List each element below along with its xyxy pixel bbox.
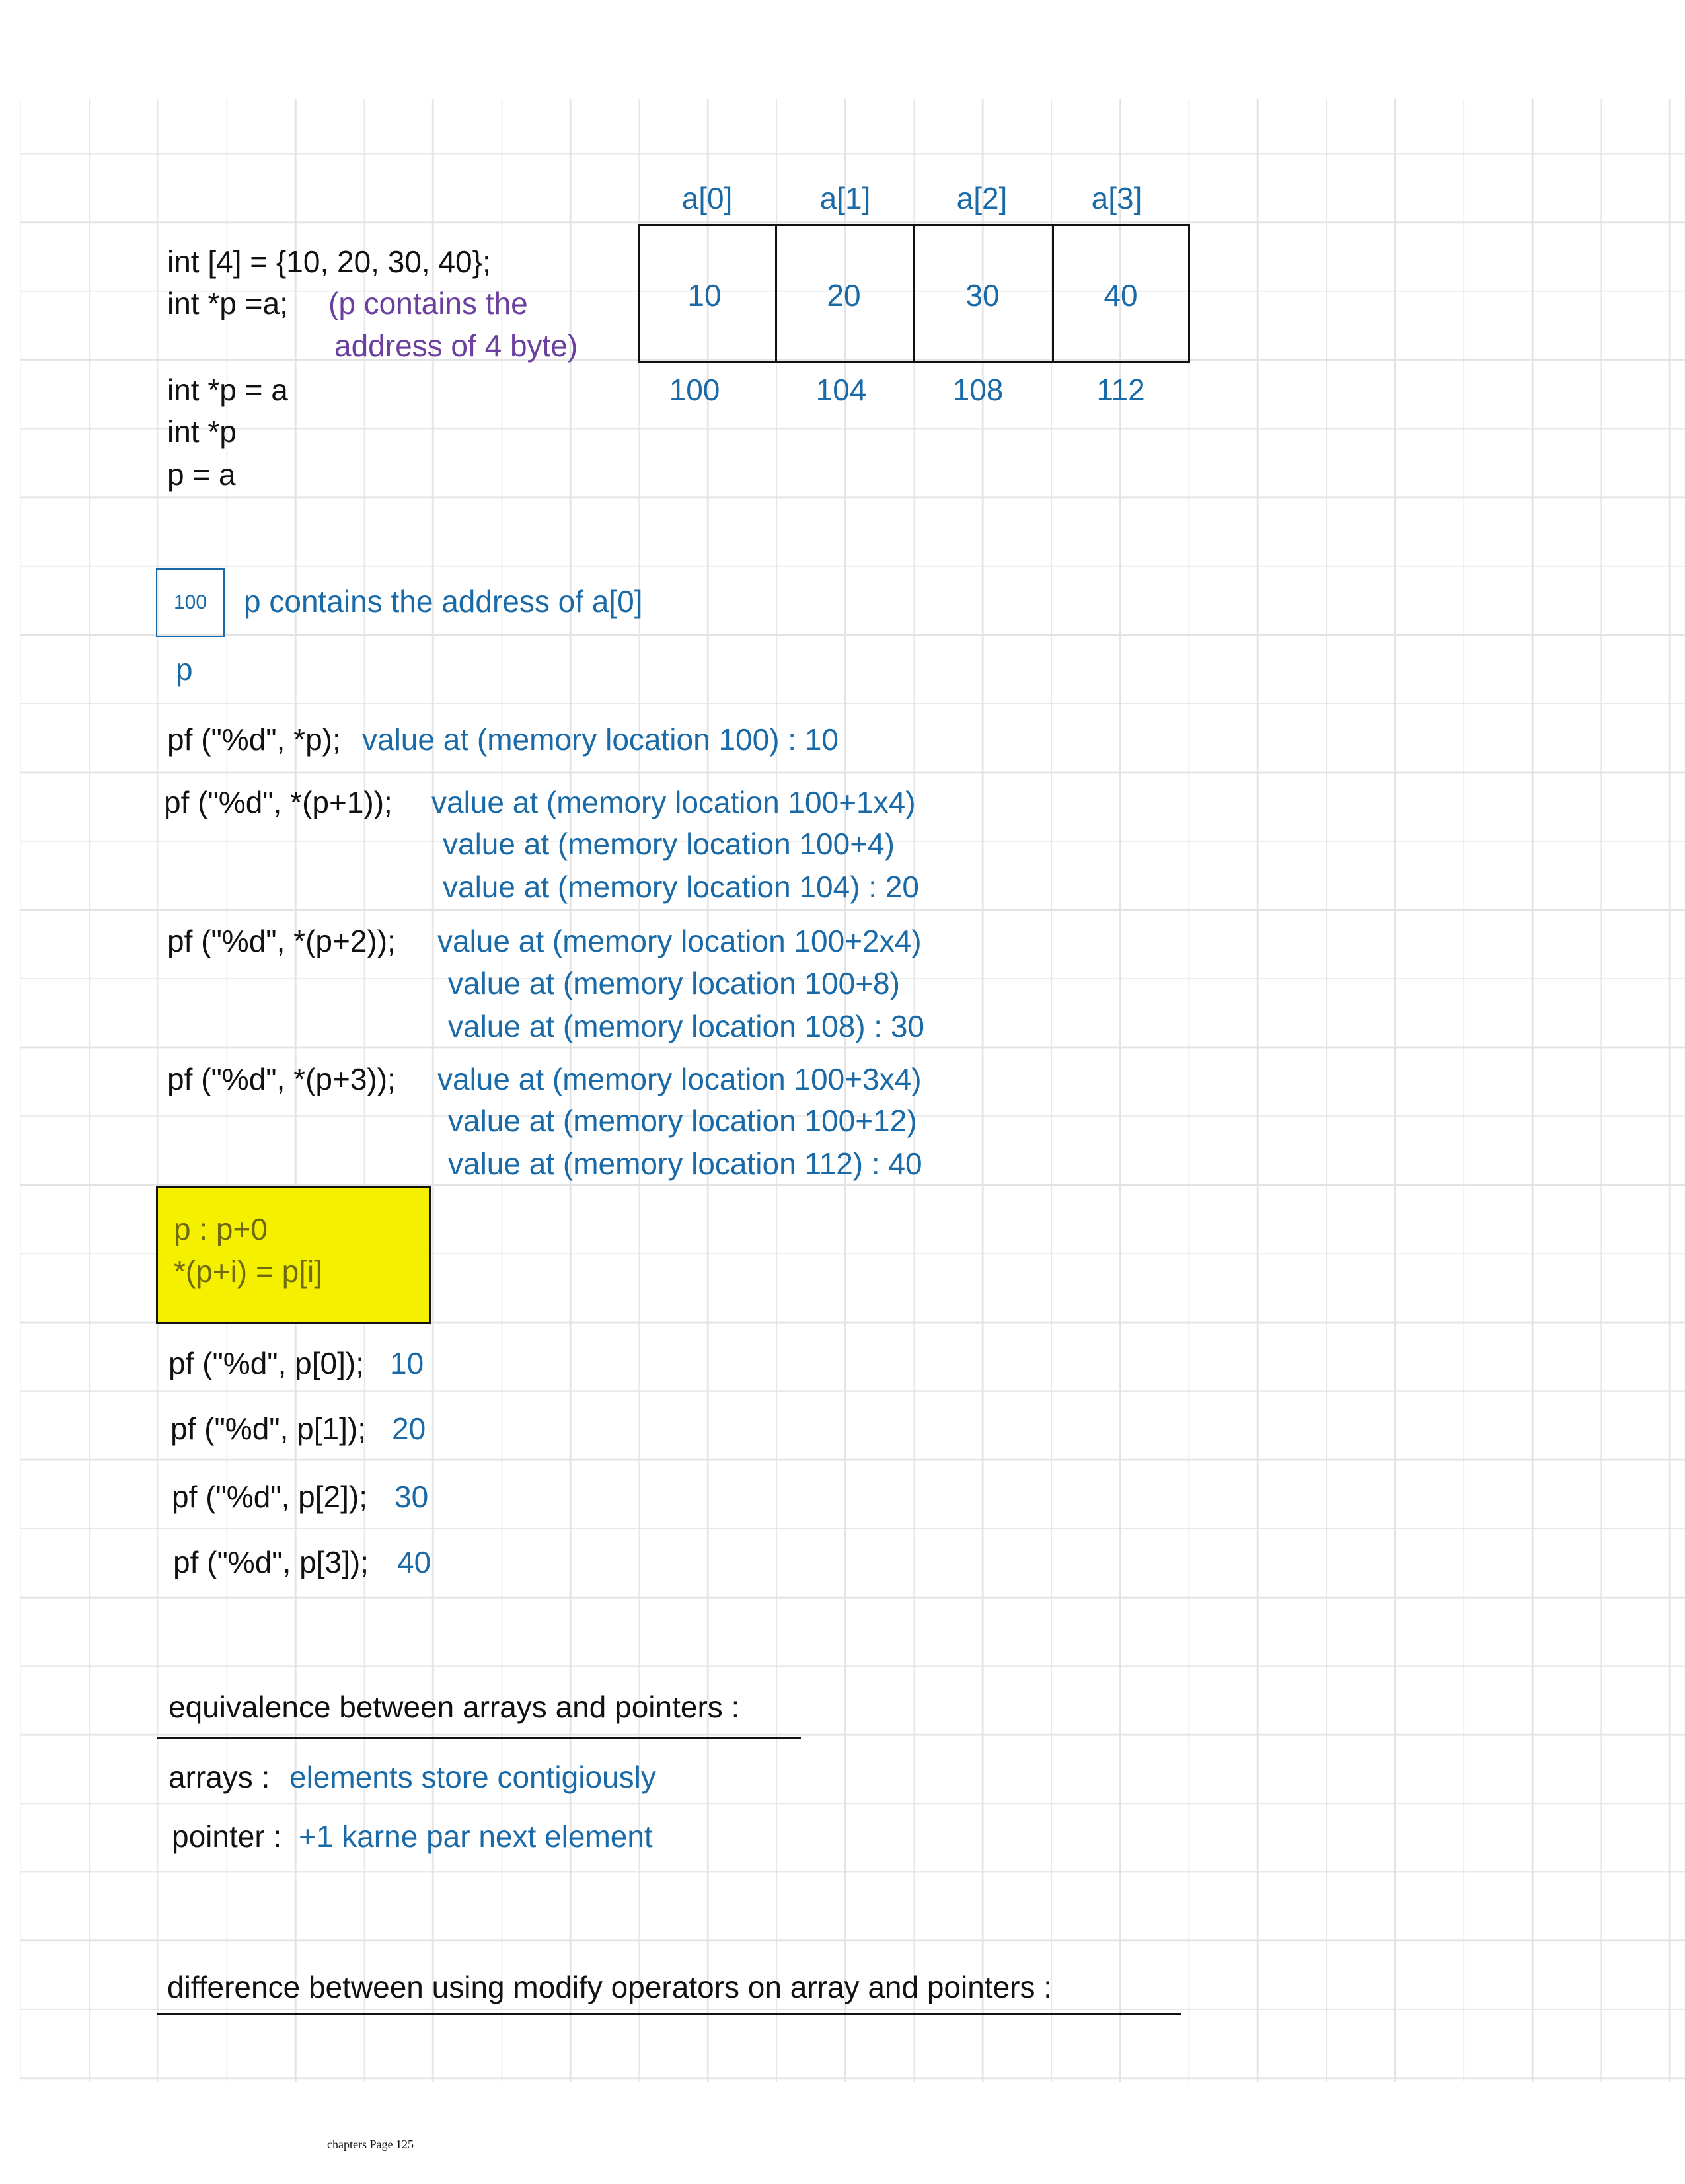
array-header: a[3] [1091,181,1142,215]
index-code: pf ("%d", p[1]); [170,1412,366,1446]
array-value: 30 [965,278,1000,313]
deref-explanation: value at (memory location 100+8) [448,966,900,1000]
highlight-line: *(p+i) = p[i] [174,1254,322,1289]
code-line: int *p =a; [167,286,288,320]
arrays-text: elements store contigiously [289,1760,656,1794]
pointer-text: +1 karne par next element [299,1819,653,1854]
highlight-line: p : p+0 [174,1212,268,1246]
cell-divider [775,224,777,363]
array-value: 40 [1104,278,1138,313]
deref-code: pf ("%d", *(p+1)); [164,785,393,819]
index-code: pf ("%d", p[0]); [168,1346,364,1380]
code-note: (p contains the [328,286,528,320]
array-address: 112 [1096,373,1145,407]
index-result: 20 [392,1412,426,1446]
deref-code: pf ("%d", *p); [167,722,341,757]
code-line: int [4] = {10, 20, 30, 40}; [167,245,491,279]
highlight-box: p : p+0 *(p+i) = p[i] [156,1186,431,1324]
heading-underline [157,1737,801,1739]
cell-divider [913,224,915,363]
array-header: a[2] [956,181,1008,215]
array-value: 20 [827,278,861,313]
difference-heading: difference between using modify operator… [167,1970,1053,2004]
deref-explanation: value at (memory location 100+3x4) [437,1062,922,1096]
code-line: int *p = a [167,373,288,407]
code-line: p = a [167,457,236,492]
pointer-label: pointer : [172,1819,282,1854]
arrays-label: arrays : [168,1760,270,1794]
array-header: a[0] [681,181,733,215]
array-address: 100 [669,373,720,407]
deref-explanation: value at (memory location 112) : 40 [448,1147,922,1181]
pointer-label: p [176,652,193,687]
array-address: 108 [952,373,1004,407]
cell-divider [1052,224,1054,363]
deref-explanation: value at (memory location 104) : 20 [443,870,920,904]
deref-explanation: value at (memory location 108) : 30 [448,1009,925,1043]
index-result: 10 [390,1346,424,1380]
deref-explanation: value at (memory location 100+4) [443,827,895,861]
index-code: pf ("%d", p[2]); [172,1480,367,1514]
index-result: 30 [394,1480,429,1514]
pointer-description: p contains the address of a[0] [244,584,643,619]
equivalence-heading: equivalence between arrays and pointers … [168,1690,740,1724]
deref-explanation: value at (memory location 100+12) [448,1104,917,1138]
deref-explanation: value at (memory location 100+2x4) [437,924,922,958]
array-header: a[1] [819,181,871,215]
index-code: pf ("%d", p[3]); [173,1545,369,1579]
grid-background [20,99,1685,2082]
deref-explanation: value at (memory location 100+1x4) [431,785,916,819]
pointer-box [156,568,225,637]
index-result: 40 [397,1545,431,1579]
deref-code: pf ("%d", *(p+3)); [167,1062,396,1096]
heading-underline [157,2013,1181,2015]
array-address: 104 [815,373,867,407]
pointer-value: 100 [173,591,207,613]
page-footer: chapters Page 125 [327,2138,414,2151]
code-line: int *p [167,414,237,449]
array-value: 10 [687,278,722,313]
deref-explanation: value at (memory location 100) : 10 [362,722,839,757]
deref-code: pf ("%d", *(p+2)); [167,924,396,958]
code-note: address of 4 byte) [334,328,578,363]
